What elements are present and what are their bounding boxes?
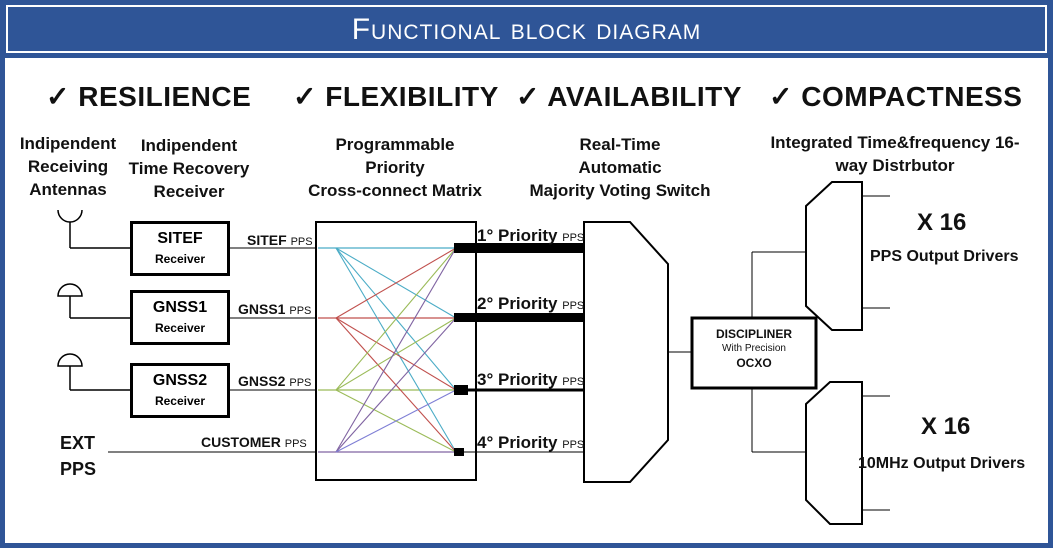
priority-label-4: 4° Priority PPS — [477, 433, 585, 452]
signal-label-sitef: SITEF PPS — [247, 232, 313, 248]
pps-output-label: PPS Output Drivers — [870, 248, 1019, 265]
antenna-icon — [57, 209, 130, 249]
pps-output-count: X 16 — [917, 209, 967, 236]
priority-label-2: 2° Priority PPS — [477, 294, 585, 313]
signal-label-gnss2: GNSS2 PPS — [238, 373, 312, 389]
header-compactness: ✓ COMPACTNESS — [769, 81, 1023, 112]
antenna-icon — [57, 283, 130, 319]
priority-label-3: 3° Priority PPS — [477, 370, 585, 389]
10mhz-distributor — [805, 381, 863, 525]
priority-label-1: 1° Priority PPS — [477, 226, 585, 245]
title-bar — [0, 0, 1053, 58]
discipliner-label: DISCIPLINER With Precision OCXO — [715, 327, 792, 370]
antenna-icon — [57, 353, 130, 391]
header-availability: ✓ AVAILABILITY — [516, 81, 742, 112]
header-flexibility: ✓ FLEXIBILITY — [293, 81, 499, 112]
10mhz-output-count: X 16 — [921, 413, 971, 440]
voting-switch — [583, 221, 669, 483]
signal-label-customer: CUSTOMER PPS — [201, 434, 307, 450]
discipliner-box — [690, 316, 818, 390]
signal-label-gnss1: GNSS1 PPS — [238, 301, 312, 317]
diagram-title: Functional block diagram — [351, 13, 702, 46]
pps-distributor — [805, 181, 863, 331]
subheader-distributor: Integrated Time&frequency 16-way Distrbu… — [770, 133, 1020, 175]
header-resilience: ✓ RESILIENCE — [46, 81, 252, 112]
10mhz-output-label: 10MHz Output Drivers — [858, 455, 1026, 472]
